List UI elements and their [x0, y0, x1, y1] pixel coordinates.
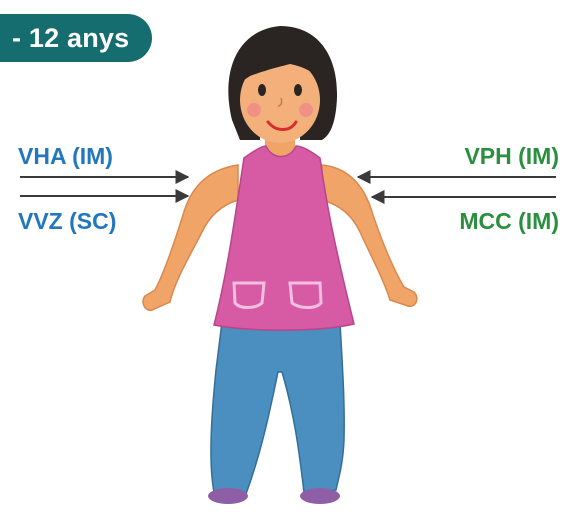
left-cheek: [247, 103, 261, 117]
right-eye: [294, 84, 302, 96]
jeans: [211, 322, 344, 494]
right-shoe: [300, 488, 340, 504]
left-shoe: [208, 488, 248, 504]
right-cheek: [299, 103, 313, 117]
left-eye: [258, 84, 266, 96]
